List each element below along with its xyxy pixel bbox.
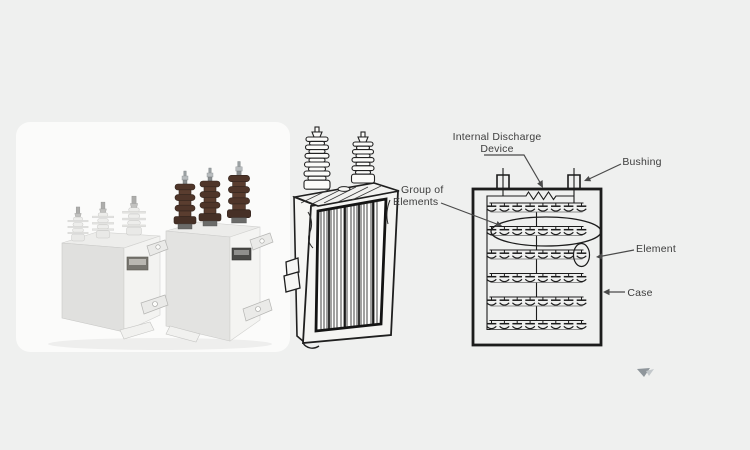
case-arrowhead [603,288,610,296]
capacitor-unit-white-bushings [61,195,169,340]
cutaway-bushing-right [350,131,376,184]
group-of-elements-ellipse [490,216,602,247]
internal-discharge-device-leader [484,154,543,186]
mounting-foot [165,325,201,343]
nameplate-text-area [129,259,146,265]
schematic-labels: Internal Discharge Device Bushing Group … [393,131,676,299]
element-row [487,274,587,283]
cutaway-bushing-left [303,126,331,190]
mounting-foot [119,321,155,340]
element-row [487,227,587,236]
group-of-elements-arrowhead [495,221,502,227]
bracket-hole [152,301,158,307]
element-label: Element [636,243,676,255]
cutaway-side-tab [283,271,301,293]
bushing-leader [587,163,622,181]
nameplate-text-area [234,250,249,255]
group-of-elements-label-line1: Group of [401,184,443,196]
schematic-case [471,187,603,347]
bracket-hole [259,238,265,244]
capacitor-schematic: Internal Discharge Device Bushing Group … [393,131,676,347]
capacitor-cutaway-drawing [283,126,400,349]
cutaway-bottom-curl [302,342,320,349]
internal-discharge-device-label-line1: Internal Discharge [453,131,542,143]
case-label: Case [627,287,652,299]
element-ellipse [572,242,591,268]
element-arrowhead [596,253,603,260]
element-row [487,203,587,212]
foil-crinkle [386,199,391,225]
bushing-label: Bushing [622,156,661,168]
group-of-elements-leader [440,202,499,226]
element-row [487,321,587,330]
unit-front-face [61,242,125,333]
element-leader [599,249,635,258]
element-row [487,250,587,259]
bracket-hole [255,306,261,312]
internal-loop-wire [486,195,537,331]
cursor-arrow-icon [637,368,654,377]
bracket-hole [155,244,161,250]
group-of-elements-label-line2: Elements [393,196,438,208]
capacitor-photo [16,122,290,352]
unit-front-face [165,230,231,342]
bushing-arrowhead [584,176,592,182]
capacitor-unit-brown-bushings [165,161,274,343]
top-plate-hole [337,186,351,192]
photo-shadow [48,338,272,350]
discharge-resistor [503,190,574,201]
internal-discharge-device-label-line2: Device [480,143,513,155]
element-row [487,297,587,306]
internal-discharge-device-arrowhead [537,180,543,188]
foil-crinkle [307,211,314,249]
element-pack-stripes [320,200,378,330]
cutaway-side-tab [285,257,300,277]
